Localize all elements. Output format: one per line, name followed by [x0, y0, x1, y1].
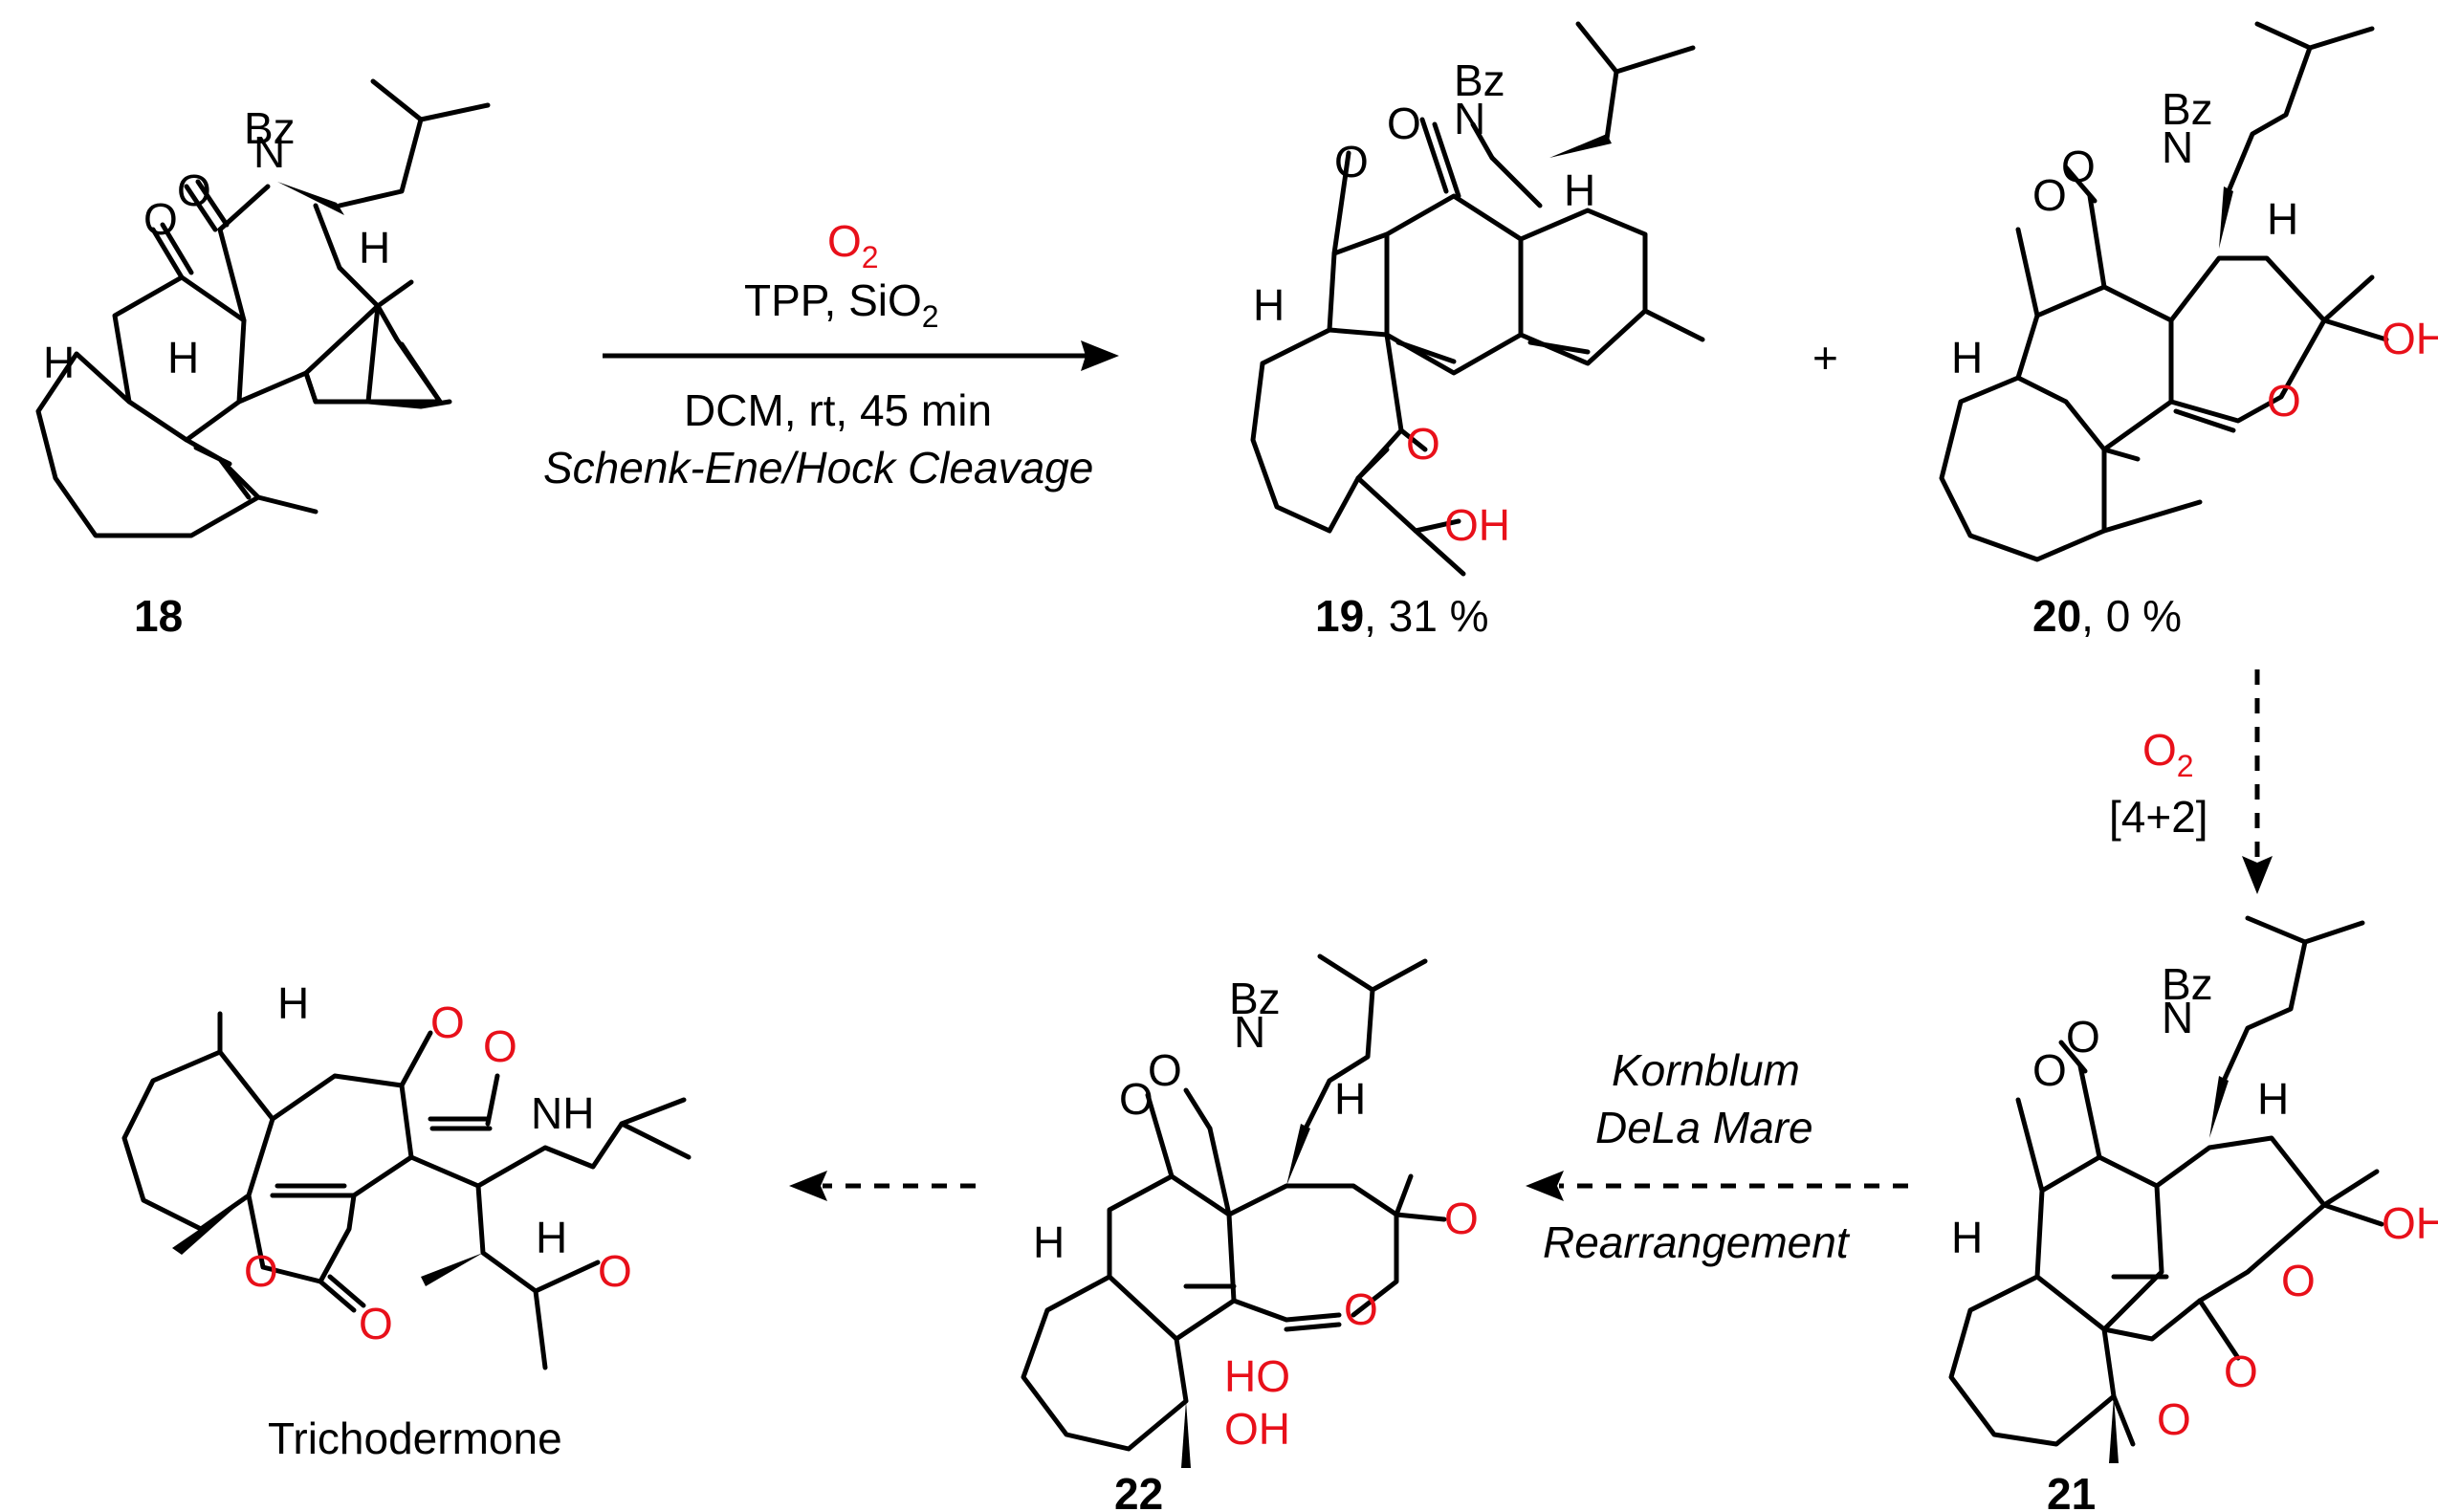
atom-O: O — [2061, 142, 2096, 191]
atom-Bz: Bz — [1454, 55, 1505, 105]
atom-O: O — [1148, 1045, 1182, 1095]
atom-O: O — [1119, 1074, 1153, 1124]
atom-H: H — [2267, 194, 2298, 244]
atom-H: H — [1951, 1213, 1983, 1262]
atom-Bz: Bz — [244, 103, 296, 153]
atom-O: O — [430, 997, 465, 1047]
atom-H: H — [536, 1213, 567, 1262]
atom-H: H — [1564, 165, 1595, 215]
atom-OH: OH — [2382, 1198, 2438, 1248]
atom-H: H — [1951, 333, 1983, 383]
atom-O: O — [1406, 419, 1440, 469]
reaction-arrow-1: O2 TPP, SiO2 DCM, rt, 45 min Schenk-Ene/… — [543, 216, 1119, 493]
reaction-arrow-3: Kornblum DeLa Mare Rearrangement — [1526, 1045, 1908, 1267]
atom-O: O — [1344, 1284, 1378, 1334]
atom-Bz: Bz — [2162, 959, 2213, 1009]
atom-N: N — [2162, 993, 2193, 1042]
reagent-o2-step2: O2 — [2142, 725, 2194, 783]
atom-O: O — [483, 1021, 517, 1071]
atom-N: N — [2162, 122, 2193, 172]
atom-O: O — [2281, 1256, 2316, 1305]
reagent-o2: O2 — [827, 216, 879, 274]
atom-N: N — [1234, 1007, 1265, 1057]
compound-19-label: 19, 31 % — [1315, 591, 1489, 641]
atom-O: O — [2157, 1394, 2191, 1444]
condition-kornblum: Kornblum — [1612, 1045, 1800, 1095]
compound-21: O O N Bz H H O O O OH 21 — [1948, 915, 2438, 1512]
atom-HO: HO — [1224, 1351, 1290, 1401]
atom-O: O — [2032, 170, 2067, 220]
atom-H: H — [2257, 1074, 2289, 1124]
atom-H: H — [1253, 280, 1285, 330]
condition-rearrangement: Rearrangement — [1543, 1217, 1851, 1267]
atom-O: O — [2267, 376, 2301, 426]
atom-OH: OH — [2382, 314, 2438, 363]
atom-O: O — [244, 1246, 278, 1296]
compound-trichodermone-name: Trichodermone — [268, 1413, 562, 1463]
atom-H: H — [167, 333, 199, 383]
plus-sign: + — [1812, 333, 1838, 383]
condition-delamare: DeLa Mare — [1595, 1103, 1813, 1152]
atom-Bz: Bz — [2162, 84, 2213, 134]
atom-O: O — [143, 194, 178, 244]
compound-21-number: 21 — [2047, 1469, 2096, 1512]
compound-22: O O N Bz H H O O HO OH 22 — [1021, 953, 1479, 1512]
atom-H: H — [1033, 1217, 1065, 1267]
compound-20: O O N Bz H H O OH 20, 0 % — [1939, 21, 2438, 641]
compound-18-number: 18 — [134, 591, 183, 641]
atom-O: O — [1334, 137, 1369, 186]
atom-N: N — [253, 127, 285, 177]
atom-H: H — [359, 223, 390, 273]
atom-NH: NH — [531, 1088, 594, 1138]
atom-Bz: Bz — [1229, 974, 1281, 1023]
atom-N: N — [1454, 94, 1485, 143]
atom-O: O — [2032, 1045, 2067, 1095]
condition-cycloaddition: [4+2] — [2109, 792, 2208, 842]
atom-O: O — [177, 165, 211, 215]
atom-O: O — [1387, 99, 1421, 148]
atom-H: H — [277, 978, 309, 1028]
compound-18: O O N Bz H H H 18 — [35, 78, 491, 641]
atom-H: H — [43, 338, 75, 387]
reaction-arrow-2: O2 [4+2] — [2109, 669, 2273, 894]
compound-20-label: 20, 0 % — [2032, 591, 2182, 641]
condition-solvent: DCM, rt, 45 min — [684, 385, 992, 435]
compound-trichodermone: H O O NH H O O O Trichodermone — [121, 978, 692, 1463]
atom-O: O — [2066, 1012, 2100, 1062]
reaction-arrow-4 — [789, 1171, 976, 1201]
atom-O: O — [2224, 1347, 2258, 1396]
condition-tpp-sio2: TPP, SiO2 — [744, 275, 939, 334]
atom-H: H — [1334, 1074, 1366, 1124]
atom-O: O — [1444, 1194, 1479, 1243]
compound-19: O O N Bz H H O OH 19, 31 % — [1250, 21, 1705, 641]
atom-OH: OH — [1444, 500, 1510, 550]
atom-O: O — [598, 1246, 632, 1296]
compound-22-number: 22 — [1114, 1469, 1163, 1512]
atom-O: O — [359, 1299, 393, 1348]
condition-name: Schenk-Ene/Hock Cleavage — [543, 443, 1093, 493]
atom-OH: OH — [1224, 1404, 1290, 1454]
